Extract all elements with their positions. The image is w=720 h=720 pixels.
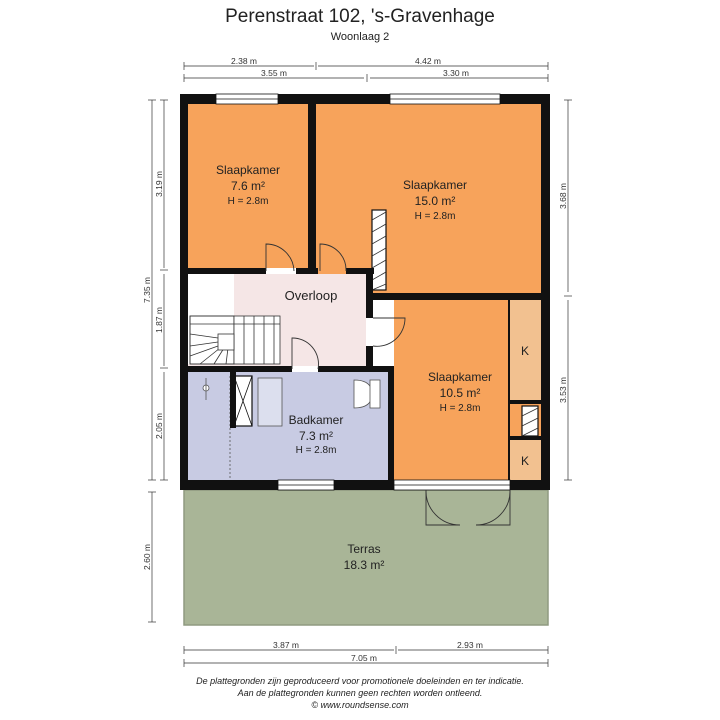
walls [180,94,550,490]
kast-1-area [510,300,541,402]
dim-top-row1-left: 2.38 m [231,56,257,66]
dim-right-b: 3.53 m [558,377,568,403]
svg-text:Badkamer: Badkamer [289,413,344,427]
svg-text:7.3 m²: 7.3 m² [299,429,333,443]
dim-top-row2-right: 3.30 m [443,68,469,78]
wardrobe-hatch [371,209,387,291]
room-overloop: Overloop [285,288,338,303]
footer-disclaimer-2: Aan de plattegronden kunnen geen rechten… [237,688,483,698]
dim-left-total: 7.35 m [142,277,152,303]
svg-text:Overloop: Overloop [285,288,338,303]
svg-text:Slaapkamer: Slaapkamer [428,370,492,384]
dim-left-a: 3.19 m [154,171,164,197]
dim-top-row2-left: 3.55 m [261,68,287,78]
doors [265,243,511,526]
room-badkamer: Badkamer 7.3 m² H = 2.8m [289,413,344,456]
dim-bottom-left: 3.87 m [273,640,299,650]
svg-text:H = 2.8m: H = 2.8m [296,445,337,456]
svg-text:Slaapkamer: Slaapkamer [216,163,280,177]
dim-top-row1-right: 4.42 m [415,56,441,66]
dim-bottom-total: 7.05 m [351,653,377,663]
stairs [189,315,281,365]
windows [215,93,511,491]
kast-2-area [510,440,541,480]
dim-left-b: 1.87 m [154,307,164,333]
kast-2-label: K [521,454,529,468]
svg-text:H = 2.8m: H = 2.8m [440,403,481,414]
svg-text:Slaapkamer: Slaapkamer [403,178,467,192]
svg-text:Terras: Terras [347,542,380,556]
page-title: Perenstraat 102, 's-Gravenhage [225,6,495,27]
svg-text:7.6 m²: 7.6 m² [231,179,265,193]
slaapkamer-1-area [188,104,308,268]
page-subtitle: Woonlaag 2 [330,31,390,43]
dim-left-c: 2.05 m [154,413,164,439]
svg-text:H = 2.8m: H = 2.8m [415,211,456,222]
svg-text:10.5 m²: 10.5 m² [440,386,481,400]
dim-bottom-right: 2.93 m [457,640,483,650]
cupboard-hatch [521,405,539,437]
svg-text:15.0 m²: 15.0 m² [415,194,456,208]
footer-copyright: © www.roundsense.com [311,700,409,710]
dim-right-a: 3.68 m [558,183,568,209]
room-slaapkamer-2: Slaapkamer 15.0 m² H = 2.8m [403,178,467,222]
slaapkamer-2-area [316,104,541,293]
svg-text:18.3 m²: 18.3 m² [344,558,385,572]
kast-1-label: K [521,344,529,358]
room-terras: Terras 18.3 m² [344,542,385,572]
dim-left-d: 2.60 m [142,544,152,570]
terras-area [183,489,549,626]
room-slaapkamer-1: Slaapkamer 7.6 m² H = 2.8m [216,163,280,207]
footer-disclaimer-1: De plattegronden zijn geproduceerd voor … [196,676,524,686]
dimension-lines [148,62,572,667]
svg-text:H = 2.8m: H = 2.8m [228,196,269,207]
room-slaapkamer-3: Slaapkamer 10.5 m² H = 2.8m [428,370,492,414]
